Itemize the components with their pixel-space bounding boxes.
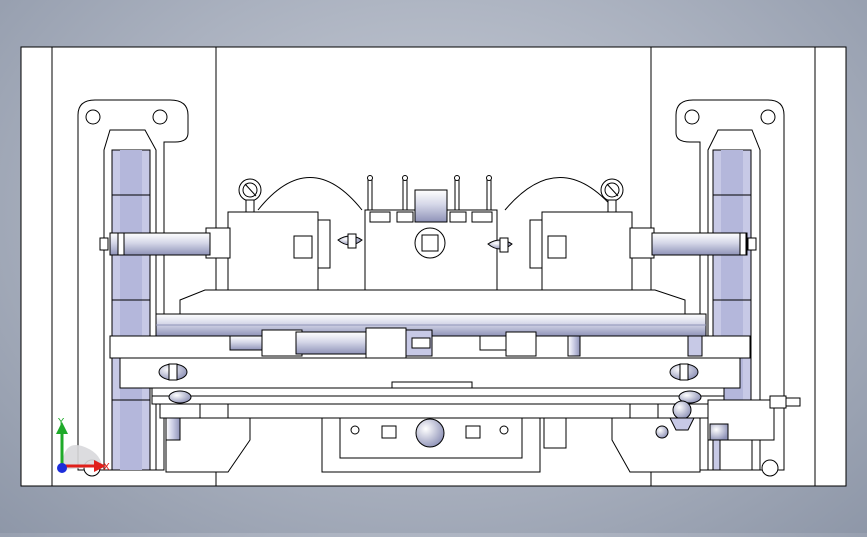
right-side-assembly[interactable]: [655, 395, 801, 471]
right-disk-arc: [504, 177, 616, 211]
left-disk-arc: [257, 177, 363, 211]
upper-table: [179, 289, 686, 315]
right-shaft[interactable]: [651, 232, 757, 256]
triad-x-label: X: [103, 462, 110, 473]
left-top-hole-b: [152, 109, 168, 125]
left-top-hole-a: [85, 109, 101, 125]
triad-shadow: [62, 445, 102, 470]
actuator-cylinder[interactable]: [295, 331, 367, 355]
left-wedge: [165, 417, 251, 473]
triad-z-axis: [57, 463, 67, 473]
coordinate-triad: Y X: [56, 417, 110, 473]
right-bottom-hole: [761, 459, 779, 477]
triad-y-label: Y: [57, 417, 65, 428]
left-shaft[interactable]: [99, 232, 211, 256]
right-top-hole-a: [684, 109, 700, 125]
bottom-guide[interactable]: [321, 417, 541, 473]
right-top-hole-b: [760, 109, 776, 125]
